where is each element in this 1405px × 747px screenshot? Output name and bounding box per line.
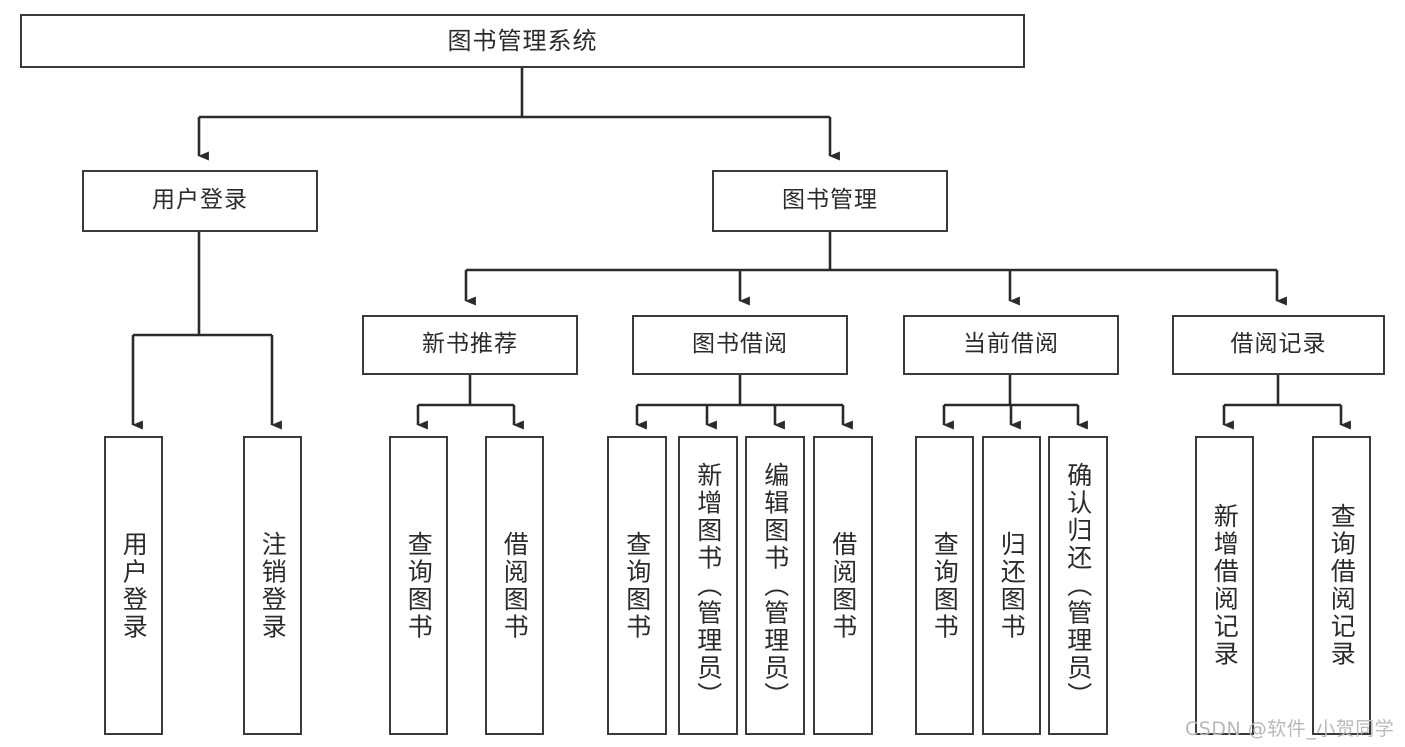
leaf-new-book-query-book[interactable]: 查询图书 (389, 436, 448, 735)
node-label: 图书借阅 (692, 331, 788, 358)
leaf-current-borrow-query-book[interactable]: 查询图书 (915, 436, 974, 735)
node-borrow-record[interactable]: 借阅记录 (1172, 315, 1385, 375)
node-new-book-recommend[interactable]: 新书推荐 (362, 315, 578, 375)
node-label: 新增借阅记录 (1210, 503, 1240, 668)
node-label: 查询借阅记录 (1327, 503, 1357, 668)
leaf-new-book-borrow-book[interactable]: 借阅图书 (485, 436, 544, 735)
node-label: 注销登录 (258, 530, 288, 641)
node-label: 借阅图书 (500, 530, 530, 641)
leaf-current-borrow-confirm-return-admin[interactable]: 确认归还（管理员） (1048, 436, 1108, 735)
node-current-borrow[interactable]: 当前借阅 (903, 315, 1119, 375)
node-label: 图书管理 (782, 187, 878, 214)
node-label: 用户登录 (152, 187, 248, 214)
leaf-borrow-record-query-record[interactable]: 查询借阅记录 (1312, 436, 1371, 735)
node-label: 新增图书（管理员） (693, 461, 723, 710)
node-label: 图书管理系统 (447, 26, 598, 55)
leaf-book-borrow-add-book-admin[interactable]: 新增图书（管理员） (678, 436, 738, 735)
node-label: 确认归还（管理员） (1063, 461, 1093, 710)
leaf-book-borrow-edit-book-admin[interactable]: 编辑图书（管理员） (745, 436, 805, 735)
node-label: 查询图书 (622, 530, 652, 641)
node-user-login[interactable]: 用户登录 (82, 170, 318, 232)
leaf-borrow-record-add-record[interactable]: 新增借阅记录 (1195, 436, 1254, 735)
node-label: 当前借阅 (963, 331, 1059, 358)
node-root-book-management-system[interactable]: 图书管理系统 (20, 14, 1025, 68)
leaf-book-borrow-query-book[interactable]: 查询图书 (607, 436, 667, 735)
node-label: 新书推荐 (422, 331, 518, 358)
node-label: 归还图书 (997, 530, 1027, 641)
node-label: 编辑图书（管理员） (760, 461, 790, 710)
node-book-borrow[interactable]: 图书借阅 (632, 315, 848, 375)
node-label: 查询图书 (404, 530, 434, 641)
leaf-current-borrow-return-book[interactable]: 归还图书 (982, 436, 1041, 735)
node-label: 用户登录 (119, 530, 149, 641)
leaf-book-borrow-borrow-book[interactable]: 借阅图书 (813, 436, 873, 735)
leaf-user-login-logout[interactable]: 注销登录 (243, 436, 302, 735)
node-label: 借阅图书 (828, 530, 858, 641)
leaf-user-login-login[interactable]: 用户登录 (104, 436, 163, 735)
watermark-text: CSDN @软件_小贺同学 (1185, 718, 1395, 740)
node-book-management[interactable]: 图书管理 (712, 170, 948, 232)
node-label: 查询图书 (930, 530, 960, 641)
node-label: 借阅记录 (1230, 331, 1327, 358)
